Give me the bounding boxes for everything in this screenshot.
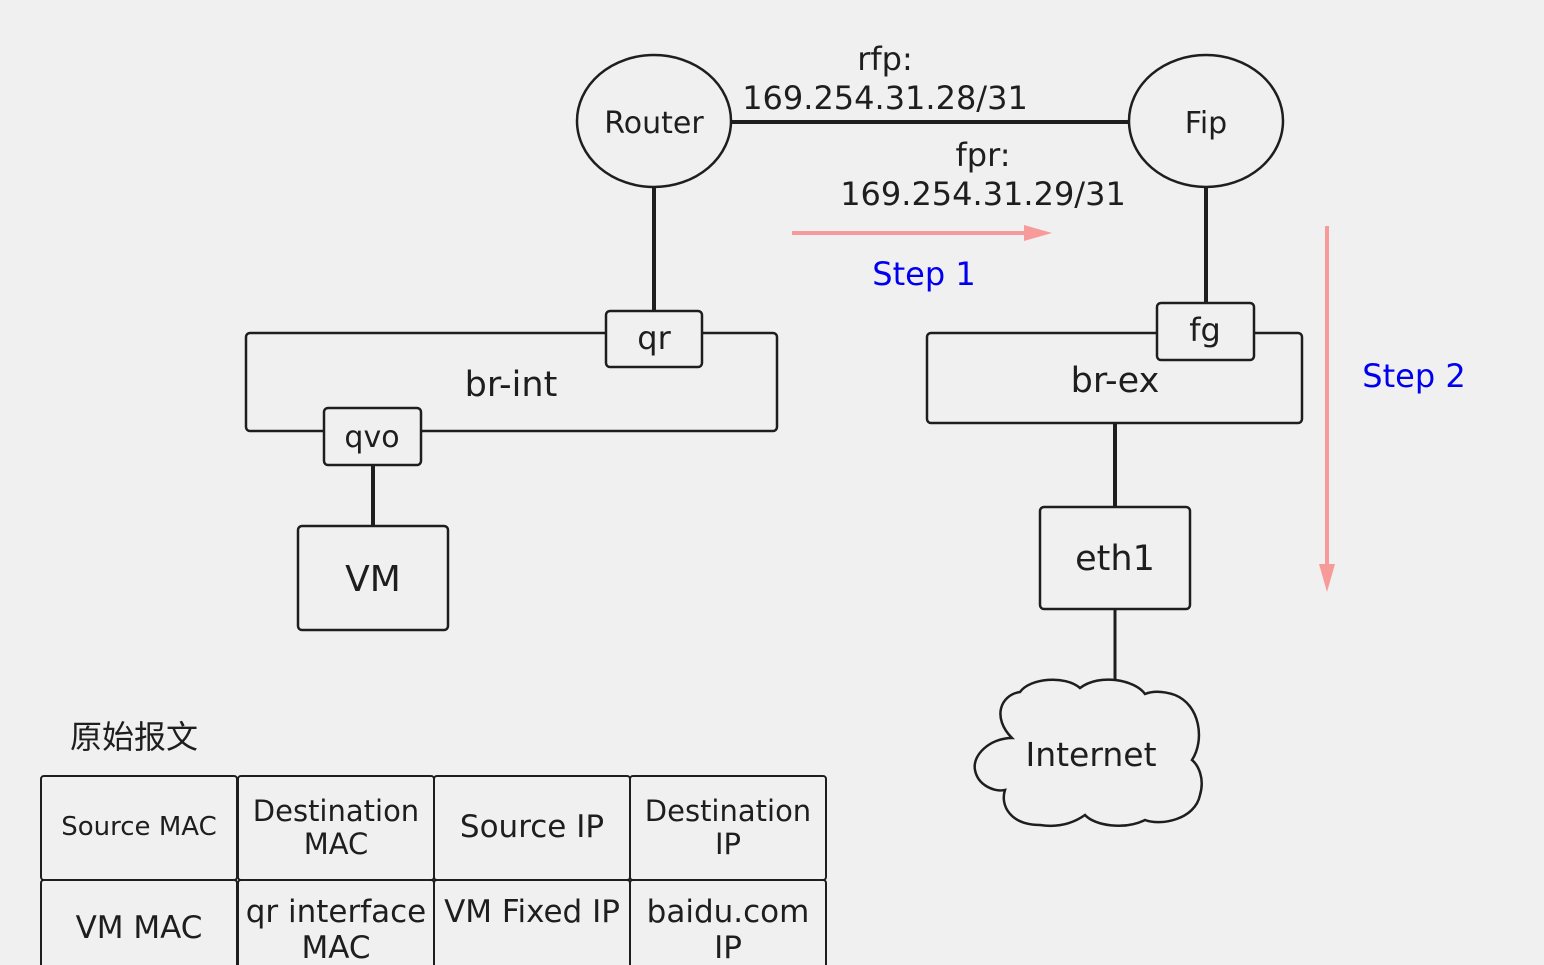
router-node: Router	[575, 53, 733, 189]
rfp-ip-label: 169.254.31.28/31	[742, 79, 1028, 117]
table-header-cell: Destination MAC	[237, 775, 435, 881]
eth1-label: eth1	[1075, 539, 1155, 579]
table-row-cell: VM Fixed IP	[433, 879, 631, 965]
cloud-icon	[973, 678, 1203, 827]
packet-table-title: 原始报文	[70, 718, 199, 756]
fg-port: fg	[1155, 301, 1256, 362]
step2-arrow	[1319, 226, 1335, 592]
qr-label: qr	[637, 319, 671, 357]
table-header-cell: Source IP	[433, 775, 631, 881]
internet-cloud: Internet	[973, 678, 1203, 827]
table-header-cell: Source MAC	[40, 775, 238, 881]
fpr-ip-label: 169.254.31.29/31	[840, 175, 1126, 213]
internet-label: Internet	[1025, 735, 1156, 774]
step1-arrow	[792, 225, 1052, 241]
vm-node: VM	[296, 524, 450, 632]
eth1-node: eth1	[1038, 505, 1192, 611]
table-header-cell: Destination IP	[629, 775, 827, 881]
fpr-name-label: fpr:	[956, 136, 1011, 174]
step1-label: Step 1	[872, 255, 975, 293]
fip-label: Fip	[1185, 106, 1227, 141]
br-ex-label: br-ex	[1071, 361, 1160, 401]
qr-port: qr	[604, 309, 704, 369]
qvo-label: qvo	[344, 420, 399, 455]
qvo-port: qvo	[322, 406, 423, 467]
step2-label: Step 2	[1362, 357, 1465, 395]
rfp-name-label: rfp:	[857, 40, 913, 78]
router-label: Router	[604, 106, 704, 141]
br-int-label: br-int	[465, 365, 558, 405]
table-row-cell: baidu.com IP	[629, 879, 827, 965]
fip-node: Fip	[1127, 53, 1285, 189]
vm-label: VM	[345, 559, 401, 600]
table-row-cell: VM MAC	[40, 879, 238, 965]
fg-label: fg	[1189, 311, 1221, 349]
table-row-cell: qr interface MAC	[237, 879, 435, 965]
